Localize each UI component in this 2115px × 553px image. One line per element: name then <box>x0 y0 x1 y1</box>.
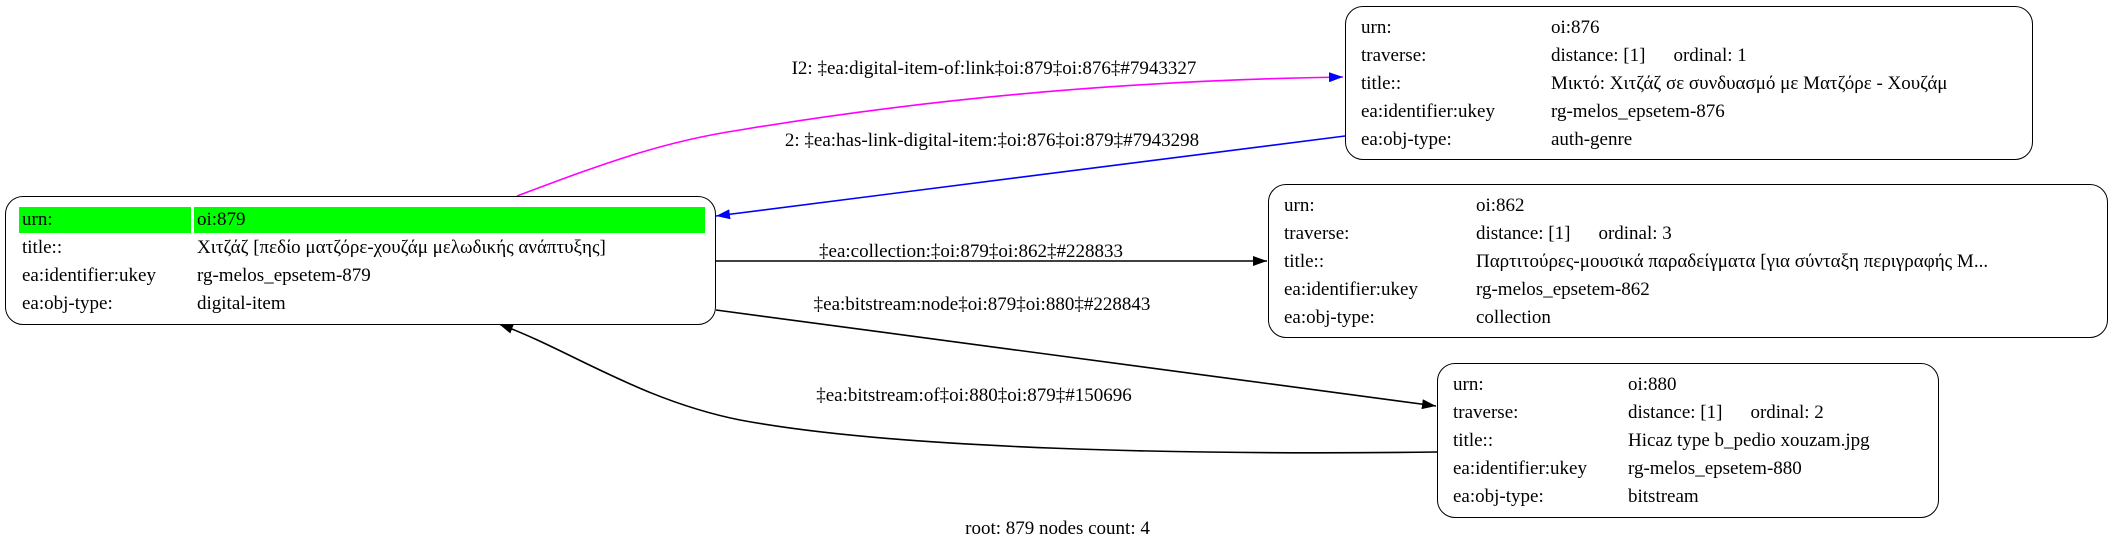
type-label: ea:obj-type: <box>1453 486 1544 507</box>
edge-label-bitstream-of: ‡ea:bitstream:of‡oi:880‡oi:879‡#150696 <box>816 385 1132 406</box>
type-label: ea:obj-type: <box>1361 129 1452 150</box>
traverse-label: traverse: <box>1284 223 1350 244</box>
ordinal-value: ordinal: 2 <box>1750 402 1824 423</box>
edge-label-collection: ‡ea:collection:‡oi:879‡oi:862‡#228833 <box>819 241 1123 262</box>
traverse-label: traverse: <box>1361 45 1427 66</box>
edge-label-bitstream-node: ‡ea:bitstream:node‡oi:879‡oi:880‡#228843 <box>814 294 1151 315</box>
distance-value: distance: [1] <box>1476 223 1571 244</box>
urn-label: urn: <box>1361 17 1392 38</box>
edge-bitstream-of <box>498 323 1438 454</box>
node-880[interactable]: urn: oi:880 traverse: distance: [1] ordinal:… <box>1437 363 1939 518</box>
traverse-value: distance: [1] ordinal: 1 <box>1551 43 1747 69</box>
type-value: bitstream <box>1628 486 1699 507</box>
node-862[interactable]: urn: oi:862 traverse: distance: [1] ordinal:… <box>1268 184 2108 338</box>
urn-label: urn: <box>1284 195 1315 216</box>
type-value: digital-item <box>197 293 286 314</box>
urn-label-cell: urn: <box>19 207 191 233</box>
distance-value: distance: [1] <box>1551 45 1646 66</box>
ukey-label: ea:identifier:ukey <box>1284 279 1418 300</box>
ukey-value: rg-melos_epsetem-880 <box>1628 458 1802 479</box>
edge-digital-item-of <box>516 72 1344 197</box>
title-value: Μικτό: Χιτζάζ σε συνδυασμό με Ματζόρε - … <box>1551 73 1948 94</box>
traverse-value: distance: [1] ordinal: 3 <box>1476 221 1672 247</box>
ukey-label: ea:identifier:ukey <box>1361 101 1495 122</box>
urn-value: oi:862 <box>1476 195 1525 216</box>
ukey-value: rg-melos_epsetem-876 <box>1551 101 1725 122</box>
urn-value: oi:876 <box>1551 17 1600 38</box>
edge-label-digital-item-of: I2: ‡ea:digital-item-of:link‡oi:879‡oi:8… <box>792 58 1197 79</box>
ukey-label: ea:identifier:ukey <box>22 265 156 286</box>
urn-value: oi:879 <box>197 209 246 230</box>
edge-label-has-link: 2: ‡ea:has-link-digital-item:‡oi:876‡oi:… <box>785 130 1199 151</box>
ukey-value: rg-melos_epsetem-862 <box>1476 279 1650 300</box>
urn-value: oi:880 <box>1628 374 1677 395</box>
title-value: Παρτιτούρες-μουσικά παραδείγματα [για σύ… <box>1476 251 1989 272</box>
ordinal-value: ordinal: 1 <box>1673 45 1747 66</box>
graph-footer: root: 879 nodes count: 4 <box>965 518 1150 539</box>
traverse-value: distance: [1] ordinal: 2 <box>1628 400 1824 426</box>
title-label: title:: <box>1284 251 1325 272</box>
type-value: auth-genre <box>1551 129 1633 150</box>
title-label: title:: <box>1453 430 1494 451</box>
distance-value: distance: [1] <box>1628 402 1723 423</box>
type-value: collection <box>1476 307 1551 328</box>
edge-bitstream-node <box>715 309 1437 410</box>
edge-has-link <box>715 135 1346 220</box>
title-value: Χιτζάζ [πεδίο ματζόρε-χουζάμ μελωδικής α… <box>197 237 606 258</box>
urn-label: urn: <box>1453 374 1484 395</box>
urn-value-cell: oi:879 <box>194 207 705 233</box>
title-label: title:: <box>1361 73 1402 94</box>
urn-label: urn: <box>22 209 53 230</box>
node-876[interactable]: urn: oi:876 traverse: distance: [1] ordinal:… <box>1345 6 2033 160</box>
ordinal-value: ordinal: 3 <box>1598 223 1672 244</box>
type-label: ea:obj-type: <box>1284 307 1375 328</box>
title-label: title:: <box>22 237 63 258</box>
type-label: ea:obj-type: <box>22 293 113 314</box>
ukey-label: ea:identifier:ukey <box>1453 458 1587 479</box>
node-879[interactable]: urn: oi:879 title::Χιτζάζ [πεδίο ματζόρε… <box>5 196 716 325</box>
ukey-value: rg-melos_epsetem-879 <box>197 265 371 286</box>
title-value: Hicaz type b_pedio xouzam.jpg <box>1628 430 1870 451</box>
traverse-label: traverse: <box>1453 402 1519 423</box>
